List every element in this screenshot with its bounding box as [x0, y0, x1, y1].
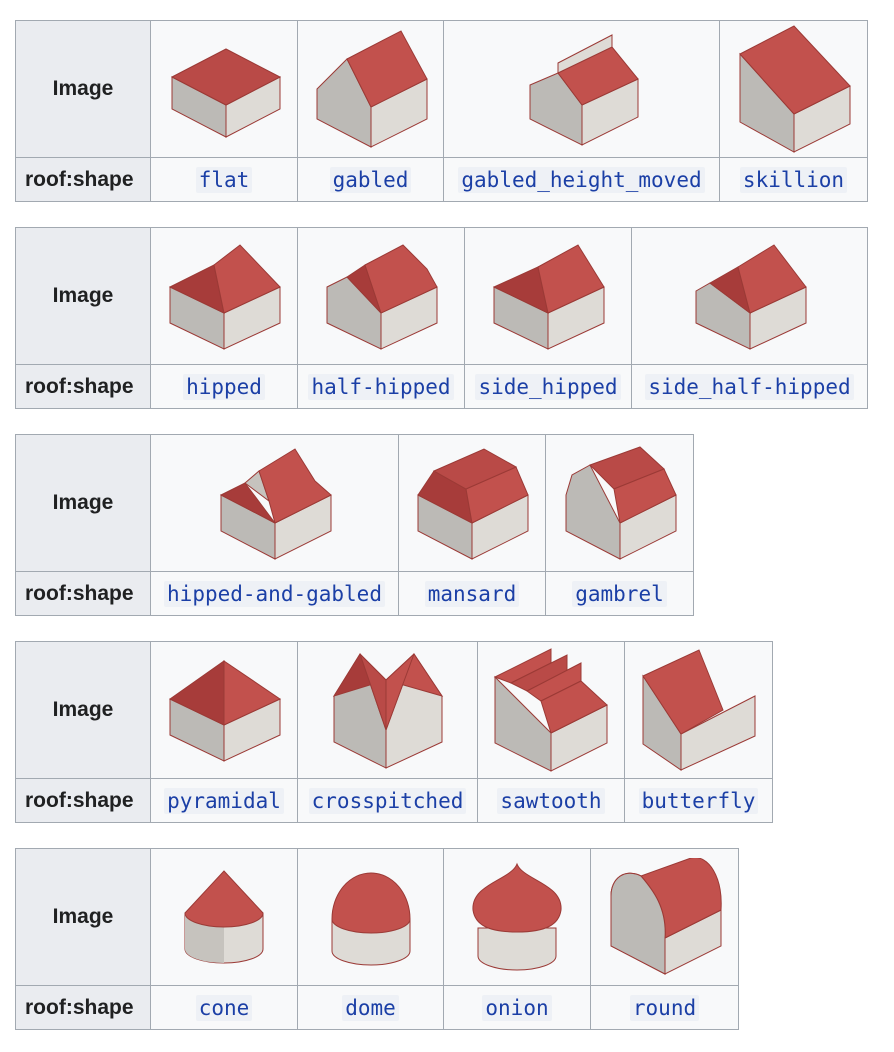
image-cell	[297, 20, 444, 158]
image-header: Image	[15, 641, 151, 779]
roof-shape-value: side_hipped	[475, 373, 621, 400]
image-cell	[719, 20, 868, 158]
value-cell: crosspitched	[297, 778, 478, 823]
value-cell: onion	[443, 985, 591, 1030]
value-cell: side_hipped	[464, 364, 632, 409]
image-cell	[545, 434, 694, 572]
value-cell: hipped-and-gabled	[150, 571, 399, 616]
value-cell: pyramidal	[150, 778, 298, 823]
roof-shape-value: gambrel	[572, 580, 667, 607]
value-cell: skillion	[719, 157, 868, 202]
value-cell: gabled_height_moved	[443, 157, 720, 202]
cone-roof-icon	[184, 870, 264, 964]
image-cell	[150, 227, 298, 365]
image-cell	[631, 227, 868, 365]
value-cell: butterfly	[624, 778, 773, 823]
mansard-roof-icon	[417, 448, 529, 560]
round-roof-icon	[610, 858, 722, 975]
image-header: Image	[15, 434, 151, 572]
hipped-roof-icon	[168, 244, 281, 350]
gabled-roof-icon	[316, 30, 428, 148]
roof-shape-value: hipped-and-gabled	[164, 580, 385, 607]
image-cell	[150, 20, 298, 158]
image-cell	[624, 641, 773, 779]
roof-shape-header: roof:shape	[15, 157, 151, 202]
roof-shape-value: sawtooth	[497, 787, 605, 814]
roof-shape-header: roof:shape	[15, 571, 151, 616]
value-cell: cone	[150, 985, 298, 1030]
value-cell: gambrel	[545, 571, 694, 616]
hipped-and-gabled-roof-icon	[219, 448, 332, 560]
image-cell	[443, 20, 720, 158]
value-cell: flat	[150, 157, 298, 202]
value-cell: half-hipped	[297, 364, 465, 409]
roof-shape-table-2: Image	[15, 227, 868, 409]
crosspitched-roof-icon	[332, 652, 443, 769]
roof-shape-table-4: Image	[15, 641, 773, 823]
image-cell	[464, 227, 632, 365]
roof-shape-header: roof:shape	[15, 364, 151, 409]
side-hipped-roof-icon	[492, 244, 605, 350]
image-cell	[477, 641, 625, 779]
half-hipped-roof-icon	[326, 244, 438, 350]
roof-shape-value: crosspitched	[308, 787, 467, 814]
value-cell: gabled	[297, 157, 444, 202]
roof-shape-value: pyramidal	[164, 787, 284, 814]
image-cell	[297, 641, 478, 779]
roof-shape-value: gabled_height_moved	[458, 166, 705, 193]
image-cell	[150, 848, 298, 986]
value-cell: side_half-hipped	[631, 364, 868, 409]
image-cell	[150, 434, 399, 572]
onion-roof-icon	[472, 862, 562, 971]
sawtooth-roof-icon	[493, 648, 608, 772]
roof-shape-value: hipped	[183, 373, 265, 400]
dome-roof-icon	[330, 872, 411, 966]
roof-shape-value: half-hipped	[308, 373, 454, 400]
roof-shape-header: roof:shape	[15, 985, 151, 1030]
roof-shape-value: dome	[342, 994, 399, 1021]
value-cell: sawtooth	[477, 778, 625, 823]
roof-shape-value: flat	[195, 166, 253, 193]
value-cell: dome	[297, 985, 444, 1030]
image-header: Image	[15, 20, 151, 158]
roof-shape-value: skillion	[739, 166, 848, 193]
flat-roof-icon	[170, 48, 282, 138]
roof-shape-value: onion	[482, 994, 552, 1021]
image-header: Image	[15, 848, 151, 986]
roof-shape-table-5: Image	[15, 848, 739, 1030]
roof-shape-header: roof:shape	[15, 778, 151, 823]
image-cell	[590, 848, 739, 986]
roof-shape-table-1: Image	[15, 20, 868, 202]
roof-shape-value: gabled	[329, 166, 412, 193]
value-cell: hipped	[150, 364, 298, 409]
skillion-roof-icon	[738, 25, 851, 153]
value-cell: round	[590, 985, 739, 1030]
image-cell	[150, 641, 298, 779]
roof-shape-value: round	[629, 994, 700, 1021]
image-cell	[398, 434, 546, 572]
image-cell	[297, 227, 465, 365]
roof-shape-value: butterfly	[638, 787, 759, 814]
side-half-hipped-roof-icon	[695, 244, 807, 350]
butterfly-roof-icon	[641, 649, 755, 771]
gambrel-roof-icon	[565, 446, 677, 560]
value-cell: mansard	[398, 571, 546, 616]
image-cell	[443, 848, 591, 986]
image-cell	[297, 848, 444, 986]
image-header: Image	[15, 227, 151, 365]
pyramidal-roof-icon	[169, 660, 282, 762]
roof-shape-value: mansard	[424, 580, 520, 607]
roof-shape-table-3: Image	[15, 434, 694, 616]
roof-shape-value: cone	[195, 994, 253, 1021]
gabled-height-moved-roof-icon	[529, 34, 639, 146]
roof-shape-value: side_half-hipped	[645, 373, 854, 400]
